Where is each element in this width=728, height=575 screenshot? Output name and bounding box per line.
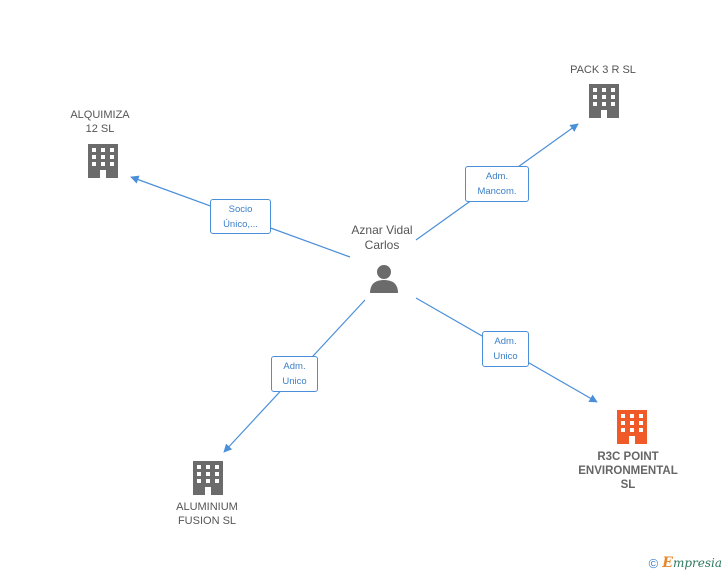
building-icon[interactable] [589,84,619,118]
brand-logo[interactable]: Empresia [662,555,722,571]
company-name-alquimiza[interactable]: ALQUIMIZA 12 SL [70,109,130,135]
person-name[interactable]: Aznar Vidal Carlos [351,223,413,252]
building-icon-highlight[interactable] [617,410,647,444]
building-icon[interactable] [193,461,223,495]
company-name-aluminium[interactable]: ALUMINIUM FUSION SL [176,501,238,527]
company-name-r3c[interactable]: R3C POINT ENVIRONMENTAL SL [578,451,678,491]
footer-brand: © Empresia [649,555,722,571]
relation-label-r3c[interactable]: Adm. Unico [482,331,529,367]
person-icon[interactable] [370,265,398,293]
relation-label-pack3r[interactable]: Adm. Mancom. [465,166,529,202]
relation-label-aluminium[interactable]: Adm. Unico [271,356,318,392]
relation-label-alquimiza[interactable]: Socio Único,... [210,199,271,234]
copyright-icon: © [648,555,659,571]
building-icon[interactable] [88,144,118,178]
company-name-pack3r[interactable]: PACK 3 R SL [570,64,636,76]
